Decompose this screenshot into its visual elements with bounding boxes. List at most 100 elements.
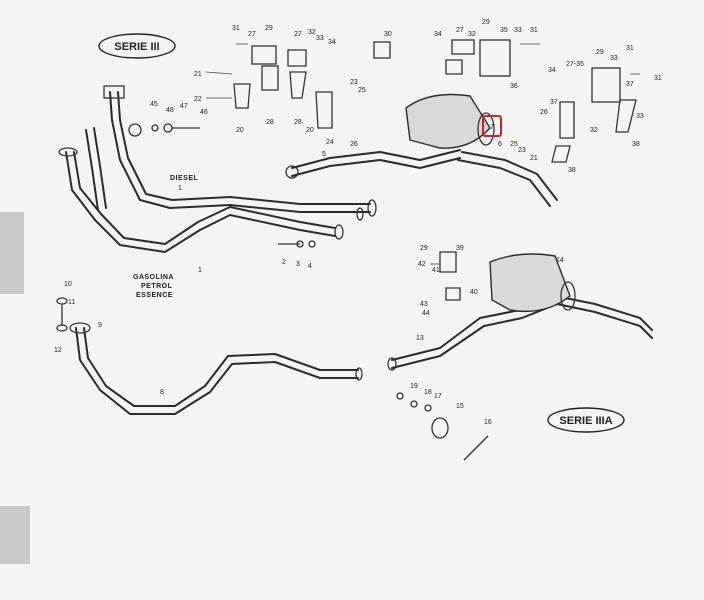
serie3-badge: SERIE III [98,33,176,59]
part-number: 16 [484,419,492,426]
part-number: 21 [530,155,538,162]
part-number: 25 [510,141,518,148]
part-number: 21 [194,71,202,78]
part-number: 24 [326,139,334,146]
part-number: 29 [265,25,273,32]
part-number: 34 [328,39,336,46]
part-number: 31 [654,75,662,82]
bracket-30 [373,41,391,59]
part-number: 38 [568,167,576,174]
label-gasolina: GASOLINA [133,274,174,281]
part-number: 44 [422,310,430,317]
part-number: 26 [540,109,548,116]
serie3a-label: SERIE IIIA [559,415,612,427]
part-number: 31 [530,27,538,34]
part-number: 12 [54,347,62,354]
part-number: 37 [626,81,634,88]
part-number: 27 [248,31,256,38]
part-number: 32 [308,29,316,36]
part-number: 8 [160,389,164,396]
part-number: 23 [518,147,526,154]
part-number: 33 [636,113,644,120]
part-number: 23 [350,79,358,86]
part-number: 20 [236,127,244,134]
part-number: 31 [232,25,240,32]
front-pipe-petrol [58,127,364,253]
part-number: 15 [456,403,464,410]
scan-mark-bottom [0,506,30,564]
part-number: 40 [470,289,478,296]
part-number: 2 [282,259,286,266]
part-number: 37 [550,99,558,106]
part-number: 27 [294,31,302,38]
bracket-group-2 [445,39,540,77]
part-number: 13 [416,335,424,342]
bracket-group-1 [205,43,333,129]
hanger-45-48 [128,123,200,137]
part-number: 1 [198,267,202,274]
part-number: 22 [194,96,202,103]
part-number: 38 [632,141,640,148]
part-number: 20 [306,127,314,134]
part-number: 43 [420,301,428,308]
part-number: 26 [350,141,358,148]
part-numbers: 31 29 27 32 33 34 30 21 22 20 28 27 28 2… [54,19,662,426]
part-number: 47 [180,103,188,110]
part-number: 11 [68,299,75,306]
part-number: 33 [610,55,618,62]
part-number: 32 [468,31,476,38]
bracket-group-3 [551,67,640,163]
front-pipe-8 [56,297,363,415]
bolts-2-3-4 [278,240,316,248]
rear-muffler-serie3 [285,93,558,207]
part-number: 42 [418,261,426,268]
part-number: 18 [424,389,432,396]
serie3-label: SERIE III [114,41,159,53]
label-essence: ESSENCE [136,292,173,299]
part-number: 25 [358,87,366,94]
part-number: 3 [296,261,300,268]
part-number: 34 [434,31,442,38]
part-number: 35 [500,27,508,34]
part-number: 1 [178,185,182,192]
part-number: 9 [98,322,102,329]
part-number: 29 [420,245,428,252]
serie3a-badge: SERIE IIIA [547,407,625,433]
part-number: 33 [514,27,522,34]
part-number: 29 [482,19,490,26]
part-number: 33 [316,35,324,42]
part-number: 19 [410,383,418,390]
highlight-part-7[interactable]: 7 [482,115,502,137]
scan-mark-left [0,212,24,294]
part-number: 31 [626,45,634,52]
part-number: 48 [166,107,174,114]
label-diesel: DIESEL [170,175,199,182]
part-number: 14 [556,257,564,264]
part-number: 28 [294,119,302,126]
part-number: 17 [434,393,442,400]
part-number: 6 [498,141,502,148]
part-number: 36 [510,83,518,90]
part-number: 41 [432,267,440,274]
part-number: 27 [456,27,464,34]
part-number: 27-35 [566,61,584,68]
label-petrol: PETROL [141,283,173,290]
part-number: 45 [150,101,158,108]
part-number: 32 [590,127,598,134]
part-number: 34 [548,67,556,74]
part-number: 4 [308,263,312,270]
brackets-lower [430,251,461,301]
rear-muffler-serie3a [387,253,653,371]
clamp-15-bolt-16 [396,392,489,461]
part-number: 5 [322,151,326,158]
part-number: 28 [266,119,274,126]
part-number: 10 [64,281,72,288]
part-number: 39 [456,245,464,252]
part-number: 29 [596,49,604,56]
part-number: 46 [200,109,208,116]
part-number: 30 [384,31,392,38]
front-pipe-diesel [103,85,377,217]
highlight-part-7-label: 7 [490,124,494,131]
